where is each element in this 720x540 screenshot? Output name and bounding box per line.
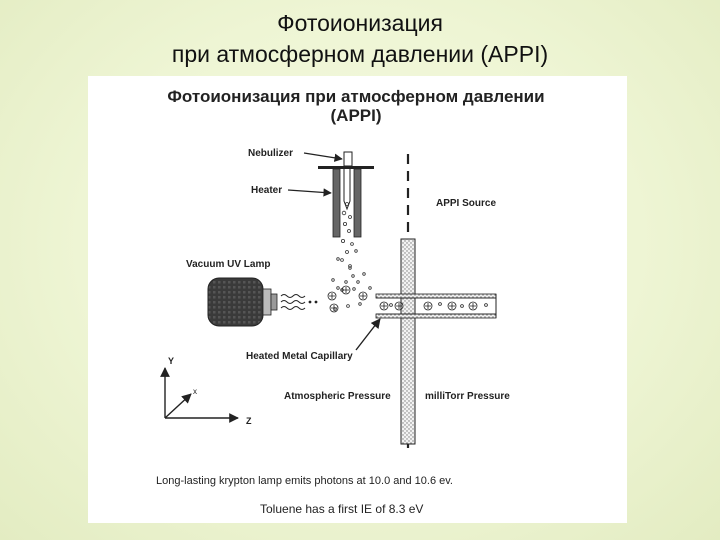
axis-z-label: Z — [246, 416, 252, 426]
slide-title-line-2: при атмосферном давлении (APPI) — [171, 41, 549, 67]
figure-title-line-1: Фотоионизация при атмосферном давлении — [167, 87, 544, 106]
photon-dots — [308, 300, 318, 304]
capillary-ions — [379, 301, 488, 311]
axis-y-label: Y — [168, 356, 174, 366]
heater-arrow — [287, 188, 332, 197]
uv-photon-waves — [280, 294, 306, 310]
heater-left-wall — [332, 168, 341, 238]
caption-krypton-lamp: Long-lasting krypton lamp emits photons … — [156, 475, 453, 487]
caption-toluene-ie: Toluene has a first IE of 8.3 eV — [260, 502, 423, 516]
heater-right-wall — [353, 168, 362, 238]
appi-diagram: Фотоионизация при атмосферном давлении (… — [156, 87, 545, 516]
ionization-droplets — [331, 249, 372, 311]
ion-symbols — [327, 285, 368, 313]
figure-title-line-2: (APPI) — [331, 106, 382, 125]
nebulizer-plate — [318, 166, 374, 169]
spray-droplets — [340, 202, 356, 292]
slide-title-line-1: Фотоионизация — [277, 10, 443, 36]
label-heated-metal-capillary: Heated Metal Capillary — [246, 351, 353, 362]
axis-x-label: x — [193, 387, 197, 396]
nebulizer-arrow — [303, 152, 343, 162]
appi-figure-panel: Фотоионизация при атмосферном давлении (… — [88, 76, 627, 523]
pressure-barrier-wall — [400, 238, 416, 445]
capillary-arrow — [355, 318, 381, 351]
label-atmospheric-pressure: Atmospheric Pressure — [284, 391, 391, 402]
nebulizer-needle-top — [343, 151, 353, 167]
coordinate-axes — [160, 367, 239, 423]
label-millitorr-pressure: milliTorr Pressure — [425, 391, 510, 402]
label-nebulizer: Nebulizer — [248, 148, 293, 159]
heated-metal-capillary — [375, 293, 497, 319]
label-appi-source: APPI Source — [436, 198, 496, 209]
slide-title: Фотоионизация при атмосферном давлении (… — [0, 8, 720, 70]
vacuum-uv-lamp — [207, 277, 278, 327]
label-vacuum-uv-lamp: Vacuum UV Lamp — [186, 259, 270, 270]
label-heater: Heater — [251, 185, 282, 196]
nebulizer-needle — [343, 169, 351, 211]
